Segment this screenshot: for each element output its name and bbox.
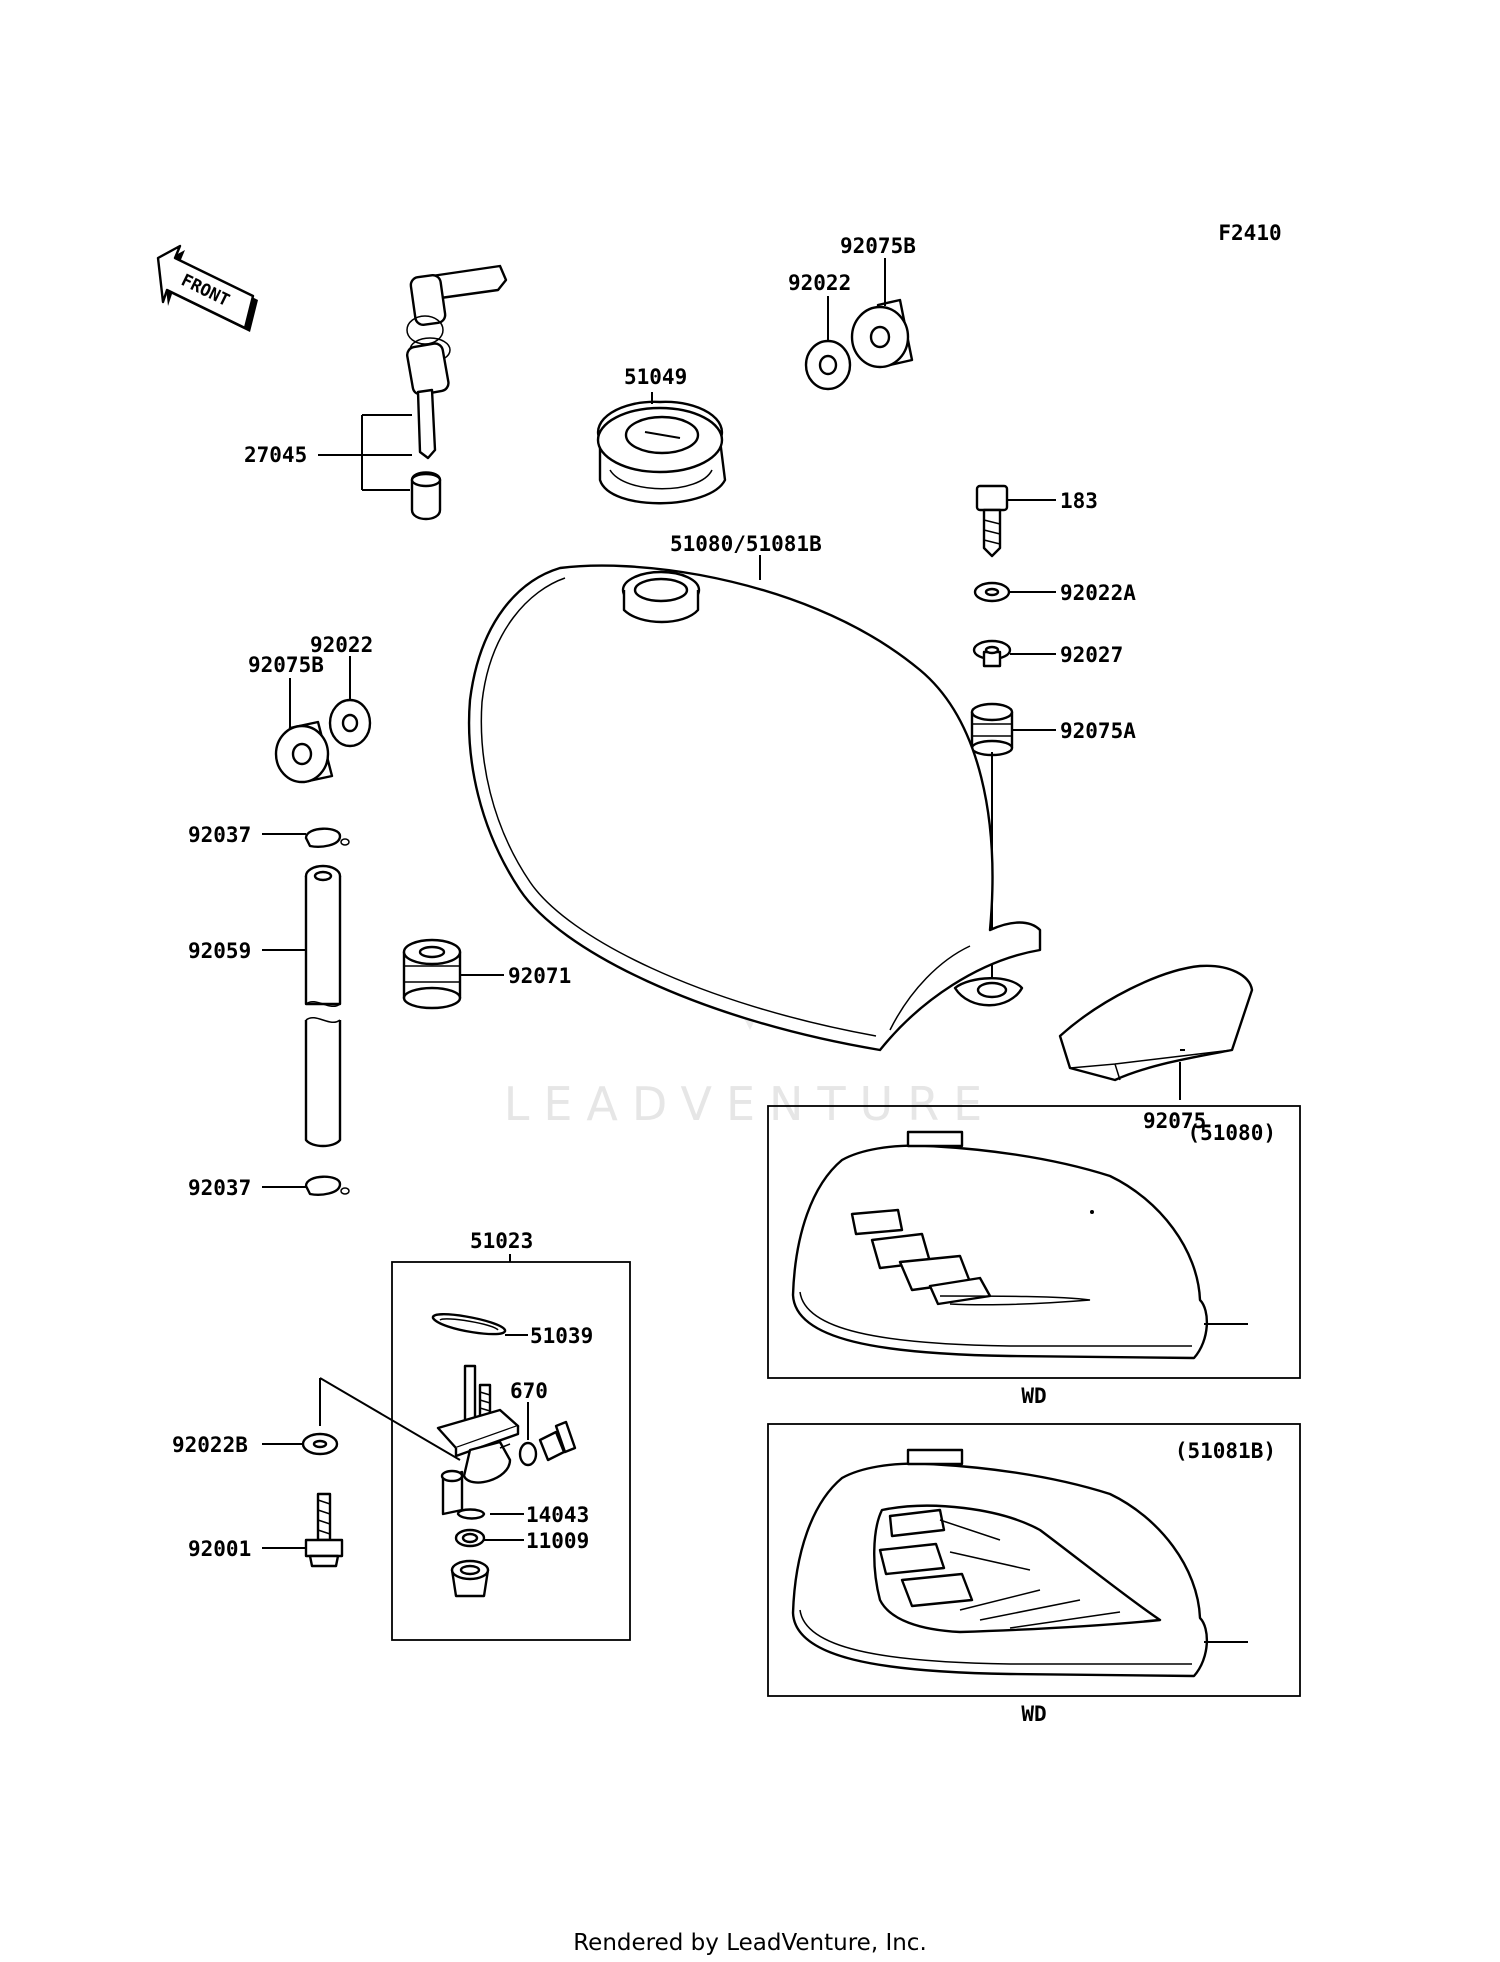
watermark-text: LEADVENTURE [504,1077,997,1131]
part-label-27045: 27045 [244,443,307,467]
spring-14043 [456,1508,524,1520]
part-label-92022B: 92022B [172,1433,248,1457]
damper-92075B-top [850,258,914,369]
part-label-11009: 11009 [526,1529,589,1553]
washer-92022-top [804,296,852,391]
part-label-51023: 51023 [470,1229,533,1253]
part-label-92037-top: 92037 [188,823,251,847]
variant-box-51081B [767,1423,1301,1697]
part-label-92059: 92059 [188,939,251,963]
o-ring-11009 [454,1528,524,1548]
variant-color-51080: WD [1021,1384,1046,1408]
part-label-92037-bottom: 92037 [188,1176,251,1200]
part-label-92022-top: 92022 [788,271,851,295]
collar-92027 [972,639,1056,668]
part-label-183: 183 [1060,489,1098,513]
front-arrow-icon: FRONT [156,244,258,332]
part-label-92027: 92027 [1060,643,1123,667]
part-label-92075A: 92075A [1060,719,1136,743]
part-label-92075B-left: 92075B [248,653,324,677]
pad-92075 [1058,964,1254,1100]
clamp-92037-top [262,827,350,848]
variant-code-51081B: (51081B) [1175,1439,1276,1463]
part-label-92071: 92071 [508,964,571,988]
tank-side-view-51081B [791,1448,1248,1678]
clamp-92037-bottom [262,1175,350,1196]
bolt-92001 [262,1492,344,1568]
variant-color-51081B: WD [1021,1702,1046,1726]
gasket-51039 [431,1313,528,1336]
hose-92059 [262,864,342,1148]
fuel-cock-body [436,1364,520,1516]
cup-fuel-cock [450,1559,490,1598]
fuel-cap-51049 [596,392,727,505]
variant-box-51080 [767,1105,1301,1379]
key-set-27045 [318,264,508,521]
variant-code-51080: (51080) [1187,1121,1276,1145]
tank-side-view-51080 [791,1130,1248,1360]
diagram-code: F2410 [1218,221,1281,245]
damper-92075B-left [274,678,334,784]
washer-92022B [262,1432,339,1456]
o-ring-670 [518,1402,538,1467]
fuel-tank-51080-51081B [467,555,1042,1052]
part-label-92075B-top: 92075B [840,234,916,258]
washer-92022A [973,581,1056,603]
part-label-51049: 51049 [624,365,687,389]
part-label-92022A: 92022A [1060,581,1136,605]
fuel-cock-box [391,1261,631,1641]
part-label-670: 670 [510,1379,548,1403]
bolt-183 [975,484,1056,558]
part-label-14043: 14043 [526,1503,589,1527]
leader-fuel-cock [319,1377,461,1461]
lever-670 [538,1420,577,1462]
part-label-92001: 92001 [188,1537,251,1561]
part-label-51039: 51039 [530,1324,593,1348]
part-label-92075: 92075 [1143,1109,1206,1133]
footer-credit: Rendered by LeadVenture, Inc. [573,1930,927,1956]
grommet-92071 [402,938,504,1010]
part-label-51080-51081B: 51080/51081B [670,532,822,556]
part-label-92022-left: 92022 [310,633,373,657]
washer-92022-left [328,656,372,748]
